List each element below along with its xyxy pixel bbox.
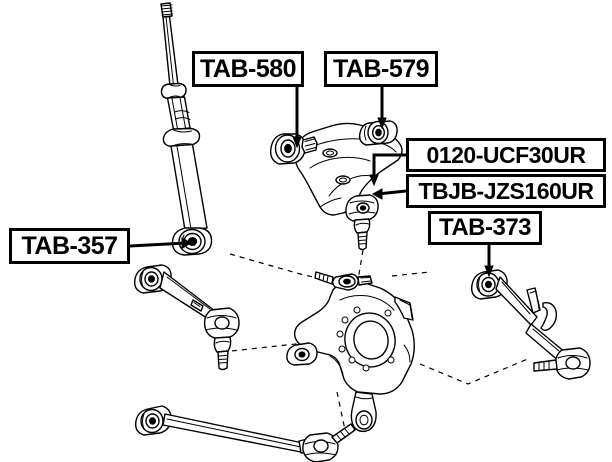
leader-0120 <box>372 153 406 180</box>
callout-tbjb-jzs160ur-label: TBJB-JZS160UR <box>418 177 595 204</box>
part-steering-knuckle <box>286 271 415 433</box>
callout-tab-579[interactable]: TAB-579 <box>324 51 438 87</box>
callout-tab-579-label: TAB-579 <box>332 54 430 83</box>
part-trailing-link <box>134 405 356 462</box>
part-toe-control-arm <box>470 269 591 380</box>
leader-tab-357 <box>129 241 187 248</box>
part-upper-control-arm <box>269 120 403 251</box>
callout-leader-lines <box>129 87 494 278</box>
callout-tab-580-label: TAB-580 <box>199 54 297 83</box>
callout-tab-373-label: TAB-373 <box>438 214 532 241</box>
callout-tab-373[interactable]: TAB-373 <box>428 211 542 245</box>
leader-tbjb <box>377 189 407 196</box>
callout-tab-580[interactable]: TAB-580 <box>192 51 304 87</box>
part-shock-absorber <box>160 2 213 256</box>
callout-0120-ucf30ur[interactable]: 0120-UCF30UR <box>406 138 606 172</box>
callout-tab-357-label: TAB-357 <box>21 231 118 260</box>
callout-tbjb-jzs160ur[interactable]: TBJB-JZS160UR <box>406 174 606 208</box>
callout-tab-357[interactable]: TAB-357 <box>9 228 130 264</box>
part-front-lower-arm <box>133 264 240 371</box>
callout-0120-ucf30ur-label: 0120-UCF30UR <box>426 141 586 168</box>
